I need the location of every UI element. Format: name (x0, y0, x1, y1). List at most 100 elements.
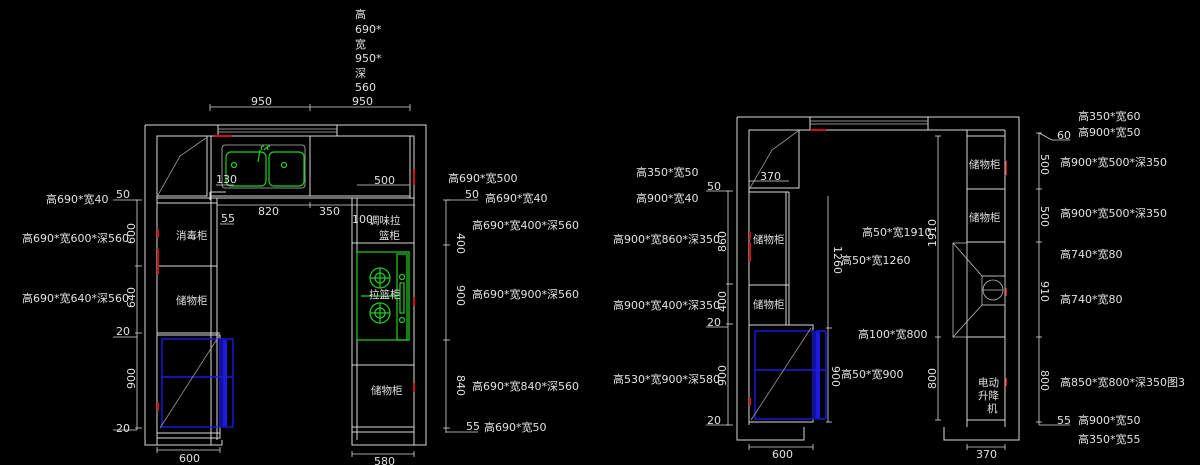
cabinet-lift-line2: 升降 (978, 389, 999, 402)
dim-130: 130 (216, 173, 237, 186)
spec-label: 高690*宽600*深560 (22, 231, 129, 245)
spec-label: 高100*宽800 (858, 327, 928, 341)
spec-label: 高900*宽50 (1078, 413, 1141, 427)
cabinet-storage: 储物柜 (371, 384, 403, 397)
spec-label: 高690*宽640*深560 (22, 291, 129, 305)
sink-basin-left (225, 151, 267, 187)
dim-500: 500 (374, 174, 395, 187)
spec-label: 高690*宽500 (448, 171, 518, 185)
cabinet-lift-line1: 电动 (978, 376, 999, 389)
dim-370: 370 (976, 448, 997, 461)
spec-label: 高350*宽60 (1078, 109, 1141, 123)
sink (221, 144, 306, 189)
window (217, 124, 338, 137)
spec-label: 高530*宽900*深580 (613, 372, 720, 386)
dim-370: 370 (760, 170, 781, 183)
dim-1910: 1910 (926, 219, 939, 247)
spec-label: 高900*宽40 (636, 191, 699, 205)
dim-20: 20 (116, 325, 130, 338)
dim-500: 500 (1038, 154, 1051, 175)
top-dimension: 950 950 (209, 95, 411, 111)
dim-20: 20 (116, 422, 130, 435)
spec-label: 高900*宽500*深350 (1060, 206, 1167, 220)
top-note-line: 高 (355, 7, 366, 21)
corner-cabinet (156, 135, 208, 197)
spec-label: 高690*宽840*深560 (472, 379, 579, 393)
top-note-line: 深 (355, 67, 366, 80)
dim-60: 60 (1057, 129, 1071, 142)
cabinet-seasoning-line2: 篮柜 (379, 229, 400, 242)
spec-label: 高350*宽50 (636, 165, 699, 179)
cabinet-lift-line3: 机 (987, 402, 998, 415)
spec-label: 高50*宽1260 (841, 253, 911, 267)
dim-50: 50 (116, 188, 130, 201)
corner-door-swing (157, 137, 207, 196)
outer-wall (144, 124, 427, 446)
dim-910: 910 (1038, 281, 1051, 302)
spec-label: 高850*宽800*深350图3 (1060, 375, 1185, 389)
spec-label: 高690*宽40 (46, 192, 109, 206)
dim-350: 350 (319, 205, 340, 218)
top-note-line: 950* (355, 52, 382, 65)
dim-800: 800 (926, 368, 939, 389)
spec-label: 高690*宽900*深560 (472, 287, 579, 301)
dim-55: 55 (466, 420, 480, 433)
cabinet-storage: 储物柜 (753, 298, 785, 311)
spec-label: 高900*宽400*深350 (613, 298, 720, 312)
right-dimension-chain: 50 400 900 840 55 (443, 188, 480, 433)
cabinet-storage: 储物柜 (969, 158, 1001, 171)
refrigerator (748, 324, 827, 423)
dim-580: 580 (374, 455, 395, 465)
dim-600: 600 (772, 448, 793, 461)
dim-1260: 1260 (831, 246, 844, 274)
cabinet-disinfect: 消毒柜 (176, 229, 208, 242)
dim-20: 20 (707, 316, 721, 329)
marker (214, 135, 232, 137)
dim-640: 640 (125, 287, 138, 308)
dim-55: 55 (1057, 414, 1071, 427)
dim-400: 400 (716, 291, 729, 312)
spec-label: 高900*宽860*深350 (613, 232, 720, 246)
dim-55: 55 (221, 212, 235, 225)
dim-820: 820 (258, 205, 279, 218)
spec-label: 高900*宽50 (1078, 125, 1141, 139)
stove (356, 251, 410, 341)
dim-900: 900 (716, 365, 729, 386)
window (809, 116, 929, 131)
spec-label: 高740*宽80 (1060, 292, 1123, 306)
left-dimension-chain: 50 860 400 20 900 20 (706, 180, 733, 427)
top-counter (157, 135, 415, 199)
corner-door-swing (749, 130, 799, 189)
top-note: 高 690* 宽 950* 深 560 (355, 7, 382, 94)
top-note-line: 560 (355, 81, 376, 94)
spec-label: 高740*宽80 (1060, 247, 1123, 261)
dim-600: 600 (179, 452, 200, 465)
spec-label: 高50*宽900 (841, 367, 904, 381)
spec-label: 高350*宽55 (1078, 432, 1141, 446)
top-note-line: 690* (355, 23, 382, 36)
cabinet-storage: 储物柜 (753, 233, 785, 246)
corner-cabinet (748, 129, 800, 189)
dim-50: 50 (465, 188, 479, 201)
dim-900: 900 (454, 285, 467, 306)
refrigerator (156, 334, 234, 434)
cabinet-storage: 储物柜 (176, 294, 208, 307)
faucet-icon (257, 145, 271, 163)
spec-label: 高690*宽400*深560 (472, 218, 579, 232)
dim-900: 900 (829, 366, 842, 387)
dim-950: 950 (352, 95, 373, 108)
dim-950: 950 (251, 95, 272, 108)
right-dimension-chain: 60 500 500 910 800 55 (1036, 129, 1071, 427)
cabinet-pull-basket: 拉篮柜 (369, 288, 401, 301)
cabinet-storage: 储物柜 (969, 211, 1001, 224)
dim-400: 400 (454, 233, 467, 254)
spec-label: 高690*宽50 (484, 420, 547, 434)
left-dimension-chain: 50 600 640 20 900 20 (113, 188, 142, 435)
spec-label: 高50*宽1910 (862, 225, 932, 239)
dim-500: 500 (1038, 206, 1051, 227)
dim-20: 20 (707, 414, 721, 427)
right-kitchen-plan: 370 储物柜 储物柜 1260 900 高50*宽1260 (613, 109, 1185, 461)
dim-600: 600 (125, 223, 138, 244)
